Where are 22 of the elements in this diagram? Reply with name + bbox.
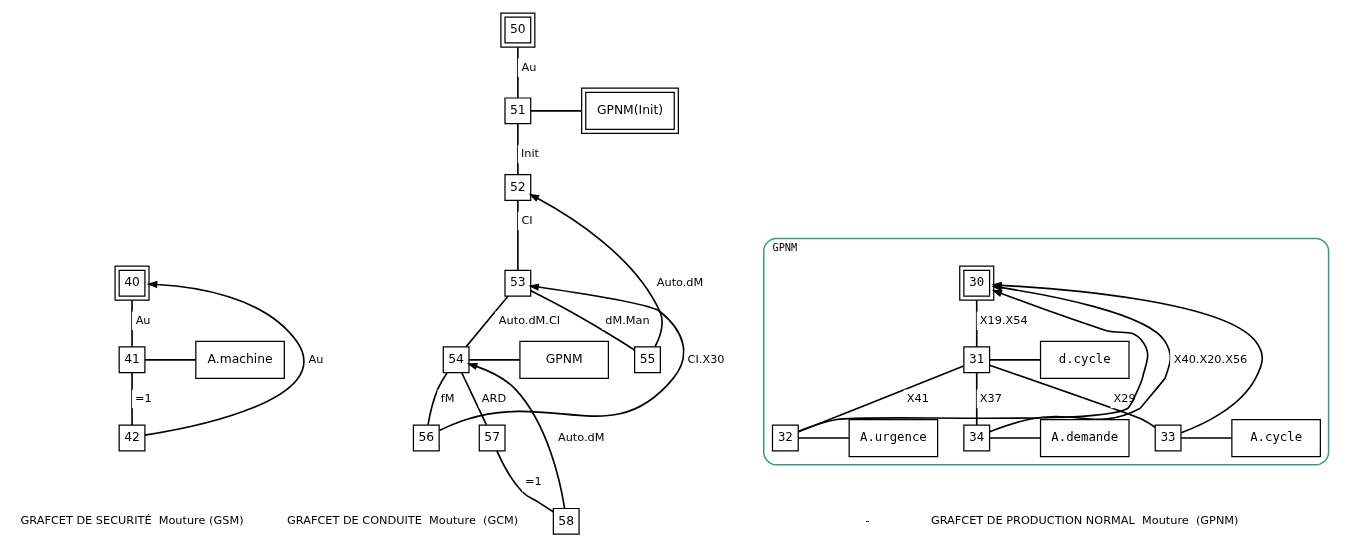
edge-label: dM.Man: [605, 313, 650, 327]
edge-label: Au: [521, 60, 537, 74]
edge-label: fM: [440, 391, 455, 405]
edge-label: CI: [521, 213, 533, 227]
edge-label: Init: [520, 146, 540, 160]
edge-label: Au: [135, 313, 151, 327]
label: GRAFCET DE CONDUITE Mouture (GCM): [287, 514, 519, 528]
edge-label: X41: [906, 391, 929, 405]
edge-label: =1: [135, 391, 152, 405]
edge-label: X40.X20.X56: [1173, 352, 1248, 366]
label: GRAFCET DE PRODUCTION NORMAL Mouture (GPNM): [930, 514, 1239, 528]
label: GRAFCET DE SECURITÉ Mouture (GSM): [20, 514, 244, 528]
edge-label: =1: [525, 475, 542, 489]
label: -: [865, 514, 870, 528]
edge-label: Auto.dM: [656, 276, 704, 290]
edge-label: CI.X30: [687, 352, 725, 366]
edge-label: Au: [308, 352, 324, 366]
edge-label: Auto.dM: [557, 430, 605, 444]
edge-label: ARD: [481, 391, 507, 405]
edge-label: X37: [979, 391, 1002, 405]
edge-label: Auto.dM.CI: [498, 313, 561, 327]
edge-label: X19.X54: [979, 313, 1028, 327]
